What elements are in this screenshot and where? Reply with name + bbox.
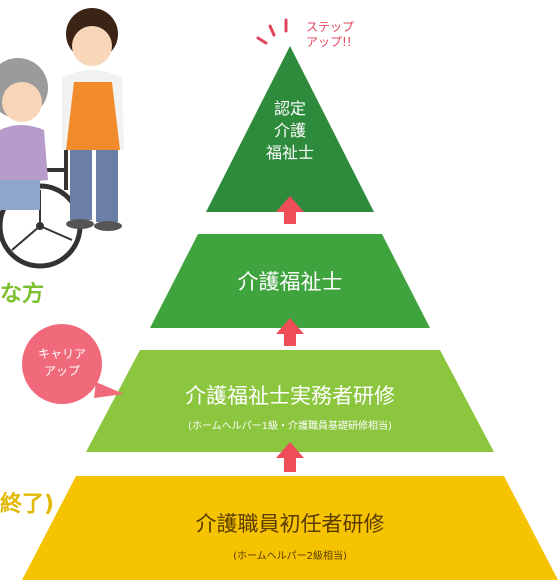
pyramid-tier-care-worker — [150, 234, 430, 328]
tier-initial-title: 介護職員初任者研修 — [195, 512, 385, 536]
step-up-sparkle-icon — [256, 18, 288, 45]
up-arrow-icon — [276, 442, 304, 472]
side-text-lower: 終了) — [0, 492, 55, 517]
tier-certified-label: 認定 介護 福祉士 — [250, 98, 330, 164]
pyramid-tier-certified — [206, 46, 374, 212]
tier-practitioner-subtitle: (ホームヘルパー1級・介護職員基礎研修相当) — [188, 421, 392, 432]
side-text-upper: な方 — [0, 282, 45, 307]
career-up-line2: アップ — [43, 364, 80, 378]
tier-certified-line3: 福祉士 — [265, 143, 314, 162]
pyramid-tier-initial — [22, 476, 558, 580]
caregiver-illustration — [0, 8, 124, 269]
pyramid-tier-practitioner — [86, 350, 494, 452]
tier-certified-line1: 認定 — [273, 99, 306, 118]
tier-practitioner-title: 介護福祉士実務者研修 — [185, 384, 395, 408]
career-up-line1: キャリア — [37, 347, 86, 361]
tier-care-worker-label: 介護福祉士 — [237, 270, 343, 294]
tier-certified-line2: 介護 — [273, 121, 306, 140]
career-up-badge — [22, 324, 124, 404]
tier-initial-subtitle: (ホームヘルパー2級相当) — [233, 551, 347, 562]
step-up-label: ステップ アップ!! — [306, 20, 354, 50]
career-up-label: キャリア アップ — [22, 346, 102, 380]
up-arrow-icon — [276, 196, 304, 224]
up-arrow-icon — [276, 318, 304, 346]
step-up-line1: ステップ — [306, 20, 355, 34]
step-up-line2: アップ!! — [306, 35, 352, 49]
